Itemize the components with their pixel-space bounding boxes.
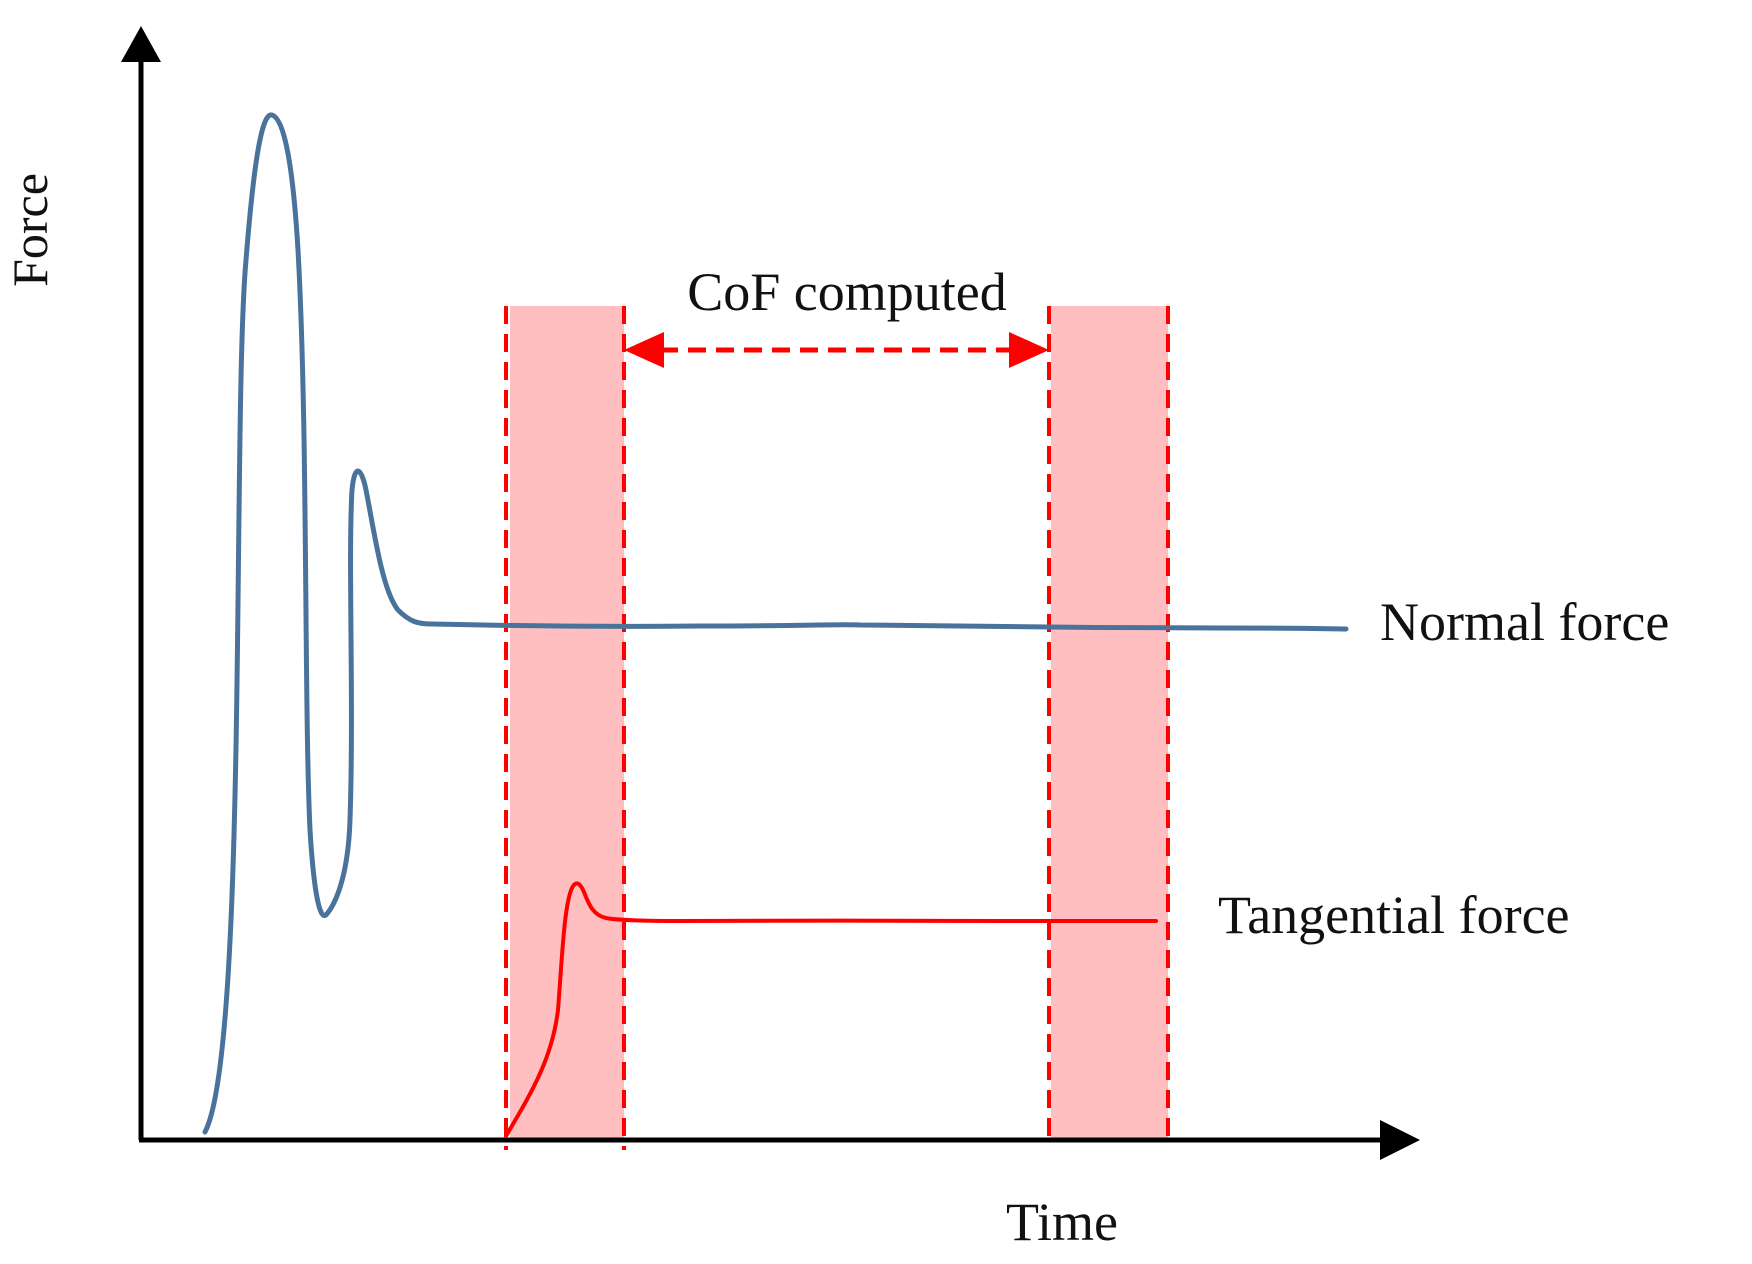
y-axis-label: Force [2,173,58,287]
y-axis-arrowhead [121,26,161,62]
tangential-force-curve [504,881,1158,1138]
right-band [1051,306,1168,1140]
cof-interval-arrow [624,332,1049,368]
band-boundaries [504,306,1170,1150]
normal-force-label: Normal force [1380,592,1669,652]
left-band [510,306,624,1140]
tangential-force-label: Tangential force [1218,885,1570,945]
axes [121,26,1420,1160]
x-axis-label: Time [1006,1192,1118,1252]
x-axis-arrowhead [1380,1120,1420,1160]
normal-force-curve [202,112,1349,1135]
cof-arrowhead-left [624,332,664,368]
cof-computed-label: CoF computed [687,262,1007,322]
cof-arrowhead-right [1009,332,1049,368]
